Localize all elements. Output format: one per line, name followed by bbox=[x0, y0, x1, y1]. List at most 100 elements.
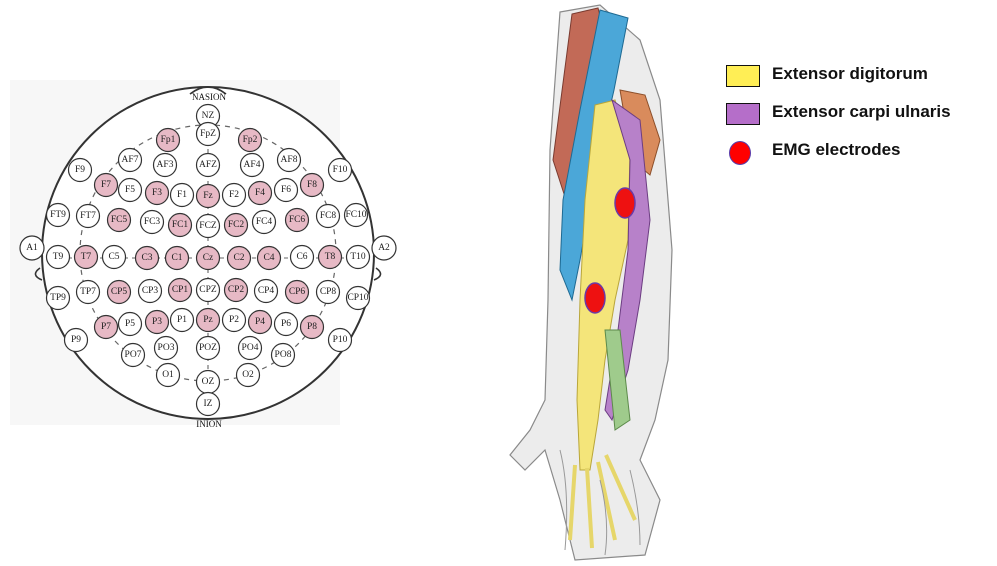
electrode-a2: A2 bbox=[372, 236, 396, 260]
electrode-fcz: FCZ bbox=[197, 215, 220, 238]
electrode-po8: PO8 bbox=[272, 344, 295, 367]
electrode-fc6: FC6 bbox=[286, 209, 309, 232]
electrode-label: CP3 bbox=[142, 286, 159, 296]
electrode-c1: C1 bbox=[166, 247, 189, 270]
electrode-label: F6 bbox=[281, 185, 291, 195]
legend-swatch-extensor-digitorum bbox=[726, 65, 760, 87]
electrode-fp2: Fp2 bbox=[239, 129, 262, 152]
electrode-label: F7 bbox=[101, 180, 111, 190]
emg-electrode-upper bbox=[615, 188, 635, 218]
electrode-ft7: FT7 bbox=[77, 205, 100, 228]
electrode-ft9: FT9 bbox=[47, 204, 70, 227]
electrode-c4: C4 bbox=[258, 247, 281, 270]
electrode-label: T7 bbox=[81, 252, 92, 262]
electrode-label: P2 bbox=[229, 315, 239, 325]
electrode-fz: Fz bbox=[197, 185, 220, 208]
electrode-f7: F7 bbox=[95, 174, 118, 197]
electrode-f5: F5 bbox=[119, 179, 142, 202]
electrode-label: P1 bbox=[177, 315, 187, 325]
electrode-label: FT9 bbox=[50, 210, 66, 220]
electrode-label: AF3 bbox=[157, 160, 174, 170]
legend-label: Extensor digitorum bbox=[772, 64, 928, 84]
electrode-label: P10 bbox=[333, 335, 348, 345]
electrode-fc2: FC2 bbox=[225, 214, 248, 237]
electrode-label: CP2 bbox=[228, 285, 245, 295]
electrode-t9: T9 bbox=[47, 246, 70, 269]
electrode-label: TP9 bbox=[50, 293, 66, 303]
electrode-label: F3 bbox=[152, 188, 162, 198]
electrode-label: CP8 bbox=[320, 287, 337, 297]
electrode-fp1: Fp1 bbox=[157, 129, 180, 152]
eeg-electrode-map: NASION INION NZFpZFp1Fp2AF7AF3AFZAF4AF8F… bbox=[10, 80, 396, 429]
electrode-label: PO4 bbox=[242, 343, 259, 353]
electrode-label: NZ bbox=[202, 111, 215, 121]
electrode-label: POZ bbox=[199, 343, 217, 353]
electrode-p9: P9 bbox=[65, 329, 88, 352]
electrode-tp7: TP7 bbox=[77, 281, 100, 304]
electrode-fc3: FC3 bbox=[141, 211, 164, 234]
electrode-label: CP1 bbox=[172, 285, 189, 295]
electrode-f3: F3 bbox=[146, 182, 169, 205]
electrode-label: CPZ bbox=[199, 285, 217, 295]
electrode-cz: Cz bbox=[197, 247, 220, 270]
electrode-cp2: CP2 bbox=[225, 279, 248, 302]
electrode-label: F4 bbox=[255, 188, 265, 198]
electrode-label: PO7 bbox=[125, 350, 142, 360]
electrode-label: FC2 bbox=[228, 220, 245, 230]
electrode-oz: OZ bbox=[197, 371, 220, 394]
electrode-label: OZ bbox=[202, 377, 215, 387]
electrode-f2: F2 bbox=[223, 184, 246, 207]
electrode-label: AF4 bbox=[244, 160, 261, 170]
electrode-o2: O2 bbox=[237, 364, 260, 387]
electrode-p2: P2 bbox=[223, 309, 246, 332]
electrode-label: AF7 bbox=[122, 155, 139, 165]
electrode-label: AF8 bbox=[281, 155, 298, 165]
electrode-t8: T8 bbox=[319, 246, 342, 269]
electrode-c2: C2 bbox=[228, 247, 251, 270]
electrode-po7: PO7 bbox=[122, 344, 145, 367]
electrode-label: PO8 bbox=[275, 350, 292, 360]
electrode-p6: P6 bbox=[275, 313, 298, 336]
electrode-cp1: CP1 bbox=[169, 279, 192, 302]
electrode-label: Pz bbox=[203, 315, 213, 325]
electrode-tp9: TP9 bbox=[47, 287, 70, 310]
electrode-c6: C6 bbox=[291, 246, 314, 269]
electrode-label: A1 bbox=[26, 243, 38, 253]
electrode-fpz: FpZ bbox=[197, 123, 220, 146]
electrode-fc8: FC8 bbox=[317, 205, 340, 228]
electrode-label: P8 bbox=[307, 322, 317, 332]
electrode-label: FC3 bbox=[144, 217, 161, 227]
electrode-cp8: CP8 bbox=[317, 281, 340, 304]
electrode-label: C1 bbox=[171, 253, 182, 263]
right-ear-outline bbox=[374, 268, 381, 280]
electrode-fc1: FC1 bbox=[169, 214, 192, 237]
electrode-iz: IZ bbox=[197, 393, 220, 416]
electrode-af4: AF4 bbox=[241, 154, 264, 177]
electrode-f8: F8 bbox=[301, 174, 324, 197]
electrode-label: P6 bbox=[281, 319, 291, 329]
electrode-cp10: CP10 bbox=[347, 287, 370, 310]
electrode-p4: P4 bbox=[249, 311, 272, 334]
electrode-label: FC8 bbox=[320, 211, 337, 221]
electrode-label: F5 bbox=[125, 185, 135, 195]
electrode-label: FC4 bbox=[256, 217, 273, 227]
legend-swatch-extensor-carpi-ulnaris bbox=[726, 103, 760, 125]
electrode-cp5: CP5 bbox=[108, 281, 131, 304]
electrode-p1: P1 bbox=[171, 309, 194, 332]
electrode-cp6: CP6 bbox=[286, 281, 309, 304]
electrode-label: FC10 bbox=[345, 210, 366, 220]
electrode-label: F1 bbox=[177, 190, 187, 200]
electrode-label: Fp1 bbox=[161, 135, 176, 145]
electrode-label: F2 bbox=[229, 190, 239, 200]
electrode-label: TP7 bbox=[80, 287, 96, 297]
electrode-c5: C5 bbox=[103, 246, 126, 269]
nasion-label: NASION bbox=[192, 92, 227, 102]
legend-dot-emg-electrodes bbox=[729, 141, 751, 165]
electrode-label: P9 bbox=[71, 335, 81, 345]
electrode-label: O1 bbox=[162, 370, 174, 380]
electrode-label: P3 bbox=[152, 317, 162, 327]
electrode-label: O2 bbox=[242, 370, 254, 380]
forearm-illustration bbox=[510, 5, 672, 560]
electrode-f6: F6 bbox=[275, 179, 298, 202]
